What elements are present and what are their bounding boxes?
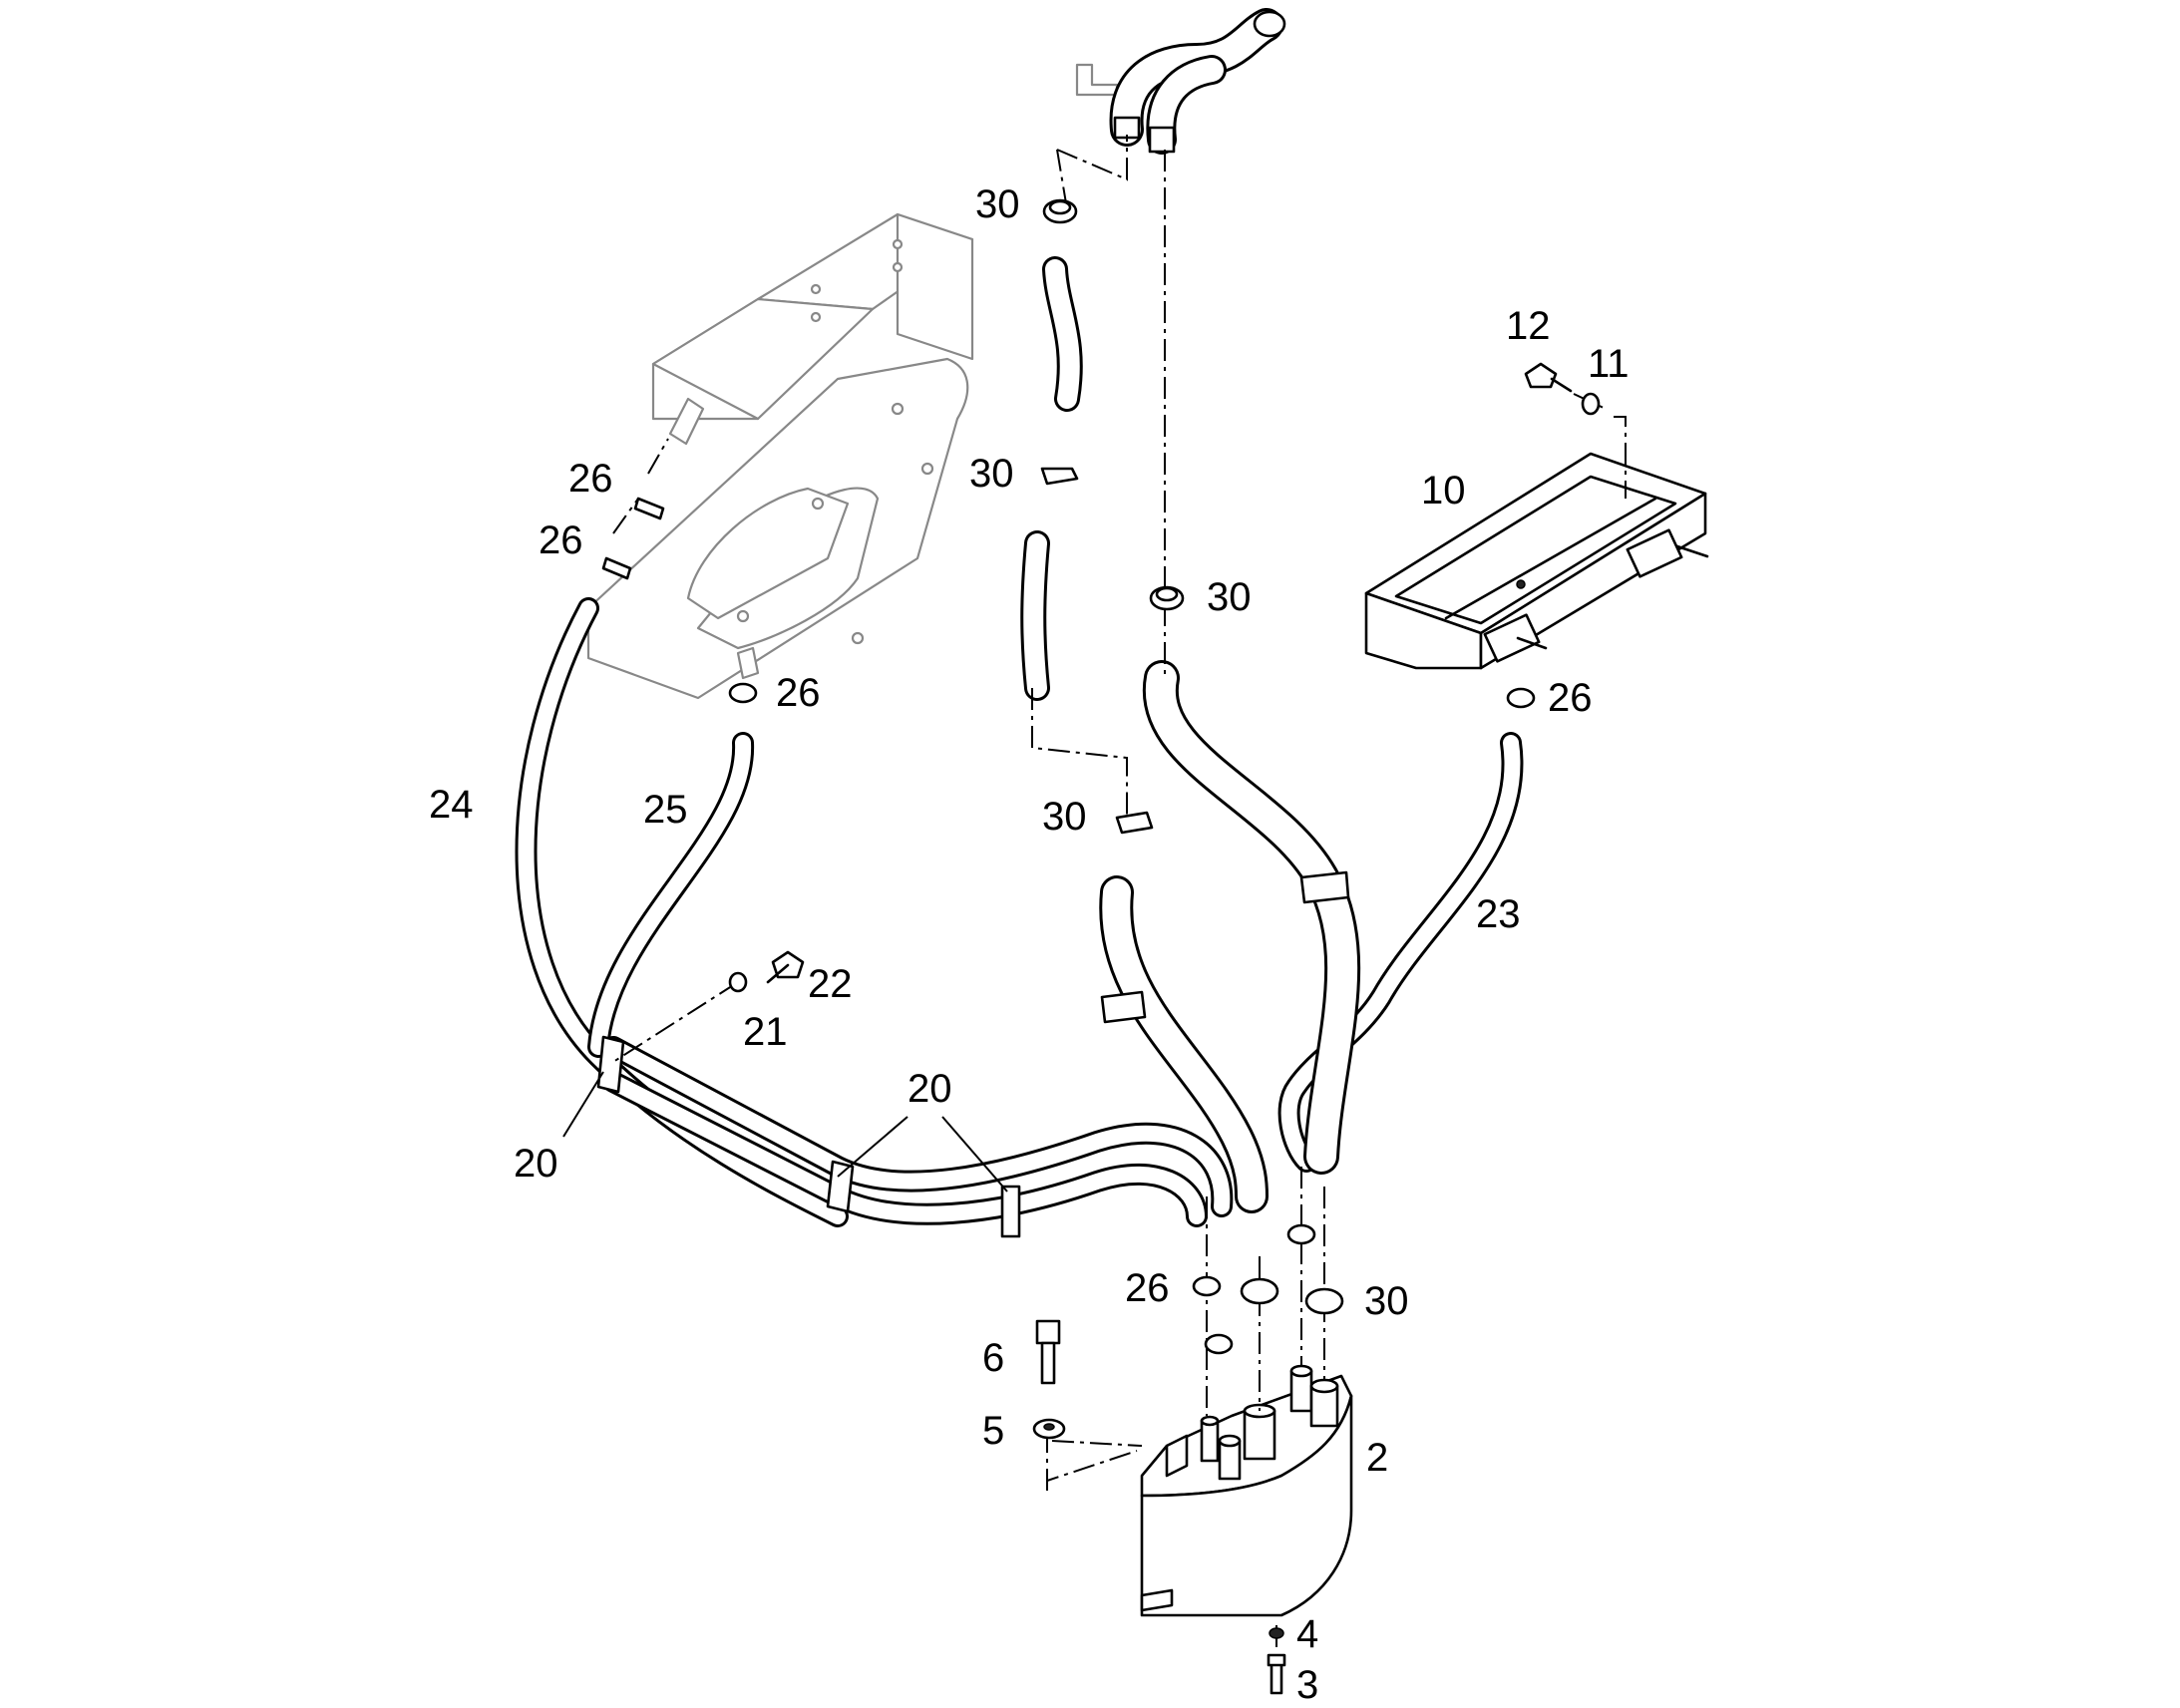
callout-21: 21 bbox=[743, 1010, 788, 1054]
callout-26: 26 bbox=[1548, 676, 1593, 720]
reservoir-10 bbox=[1364, 452, 1709, 670]
callout-4: 4 bbox=[1296, 1612, 1318, 1656]
callout-25: 25 bbox=[643, 788, 688, 832]
callout-30: 30 bbox=[969, 452, 1014, 496]
callout-23: 23 bbox=[1476, 892, 1521, 936]
callout-20-pointers bbox=[562, 1071, 1008, 1193]
callout-5: 5 bbox=[982, 1409, 1004, 1453]
hose-short-upper bbox=[1042, 256, 1083, 412]
callout-30: 30 bbox=[1042, 795, 1087, 839]
callout-3: 3 bbox=[1296, 1663, 1318, 1707]
hose-bundle-20 bbox=[596, 1035, 1234, 1238]
hose-23 bbox=[1277, 732, 1524, 1173]
callout-30: 30 bbox=[1207, 575, 1252, 619]
callout-11: 11 bbox=[1588, 342, 1630, 386]
hose-large-right bbox=[1142, 660, 1361, 1175]
hose-large-left bbox=[1099, 875, 1269, 1213]
callout-26: 26 bbox=[568, 457, 613, 501]
hose-25 bbox=[587, 732, 755, 1058]
callout-10: 10 bbox=[1421, 469, 1466, 512]
callout-22: 22 bbox=[808, 962, 853, 1006]
callout-26: 26 bbox=[1125, 1266, 1170, 1310]
callout-30: 30 bbox=[975, 182, 1020, 226]
upper-pipe-manifold bbox=[1075, 8, 1286, 155]
callout-24: 24 bbox=[429, 783, 474, 827]
callout-26: 26 bbox=[776, 671, 821, 715]
hose-24 bbox=[515, 597, 849, 1227]
callout-20: 20 bbox=[908, 1067, 952, 1111]
callout-labels: 30 30 30 30 30 26 26 26 26 26 24 25 23 2… bbox=[429, 182, 1630, 1707]
callout-6: 6 bbox=[982, 1336, 1004, 1380]
callout-2: 2 bbox=[1366, 1436, 1388, 1480]
hose-short-middle bbox=[1020, 530, 1050, 701]
hardware bbox=[601, 198, 1601, 1695]
left-reservoir-bracket bbox=[586, 212, 974, 700]
callout-20: 20 bbox=[514, 1142, 558, 1186]
callout-30: 30 bbox=[1364, 1279, 1409, 1323]
lower-module-2 bbox=[1140, 1364, 1353, 1617]
leader-lines bbox=[612, 135, 1627, 1650]
callout-26: 26 bbox=[539, 518, 583, 562]
callout-12: 12 bbox=[1506, 304, 1551, 348]
